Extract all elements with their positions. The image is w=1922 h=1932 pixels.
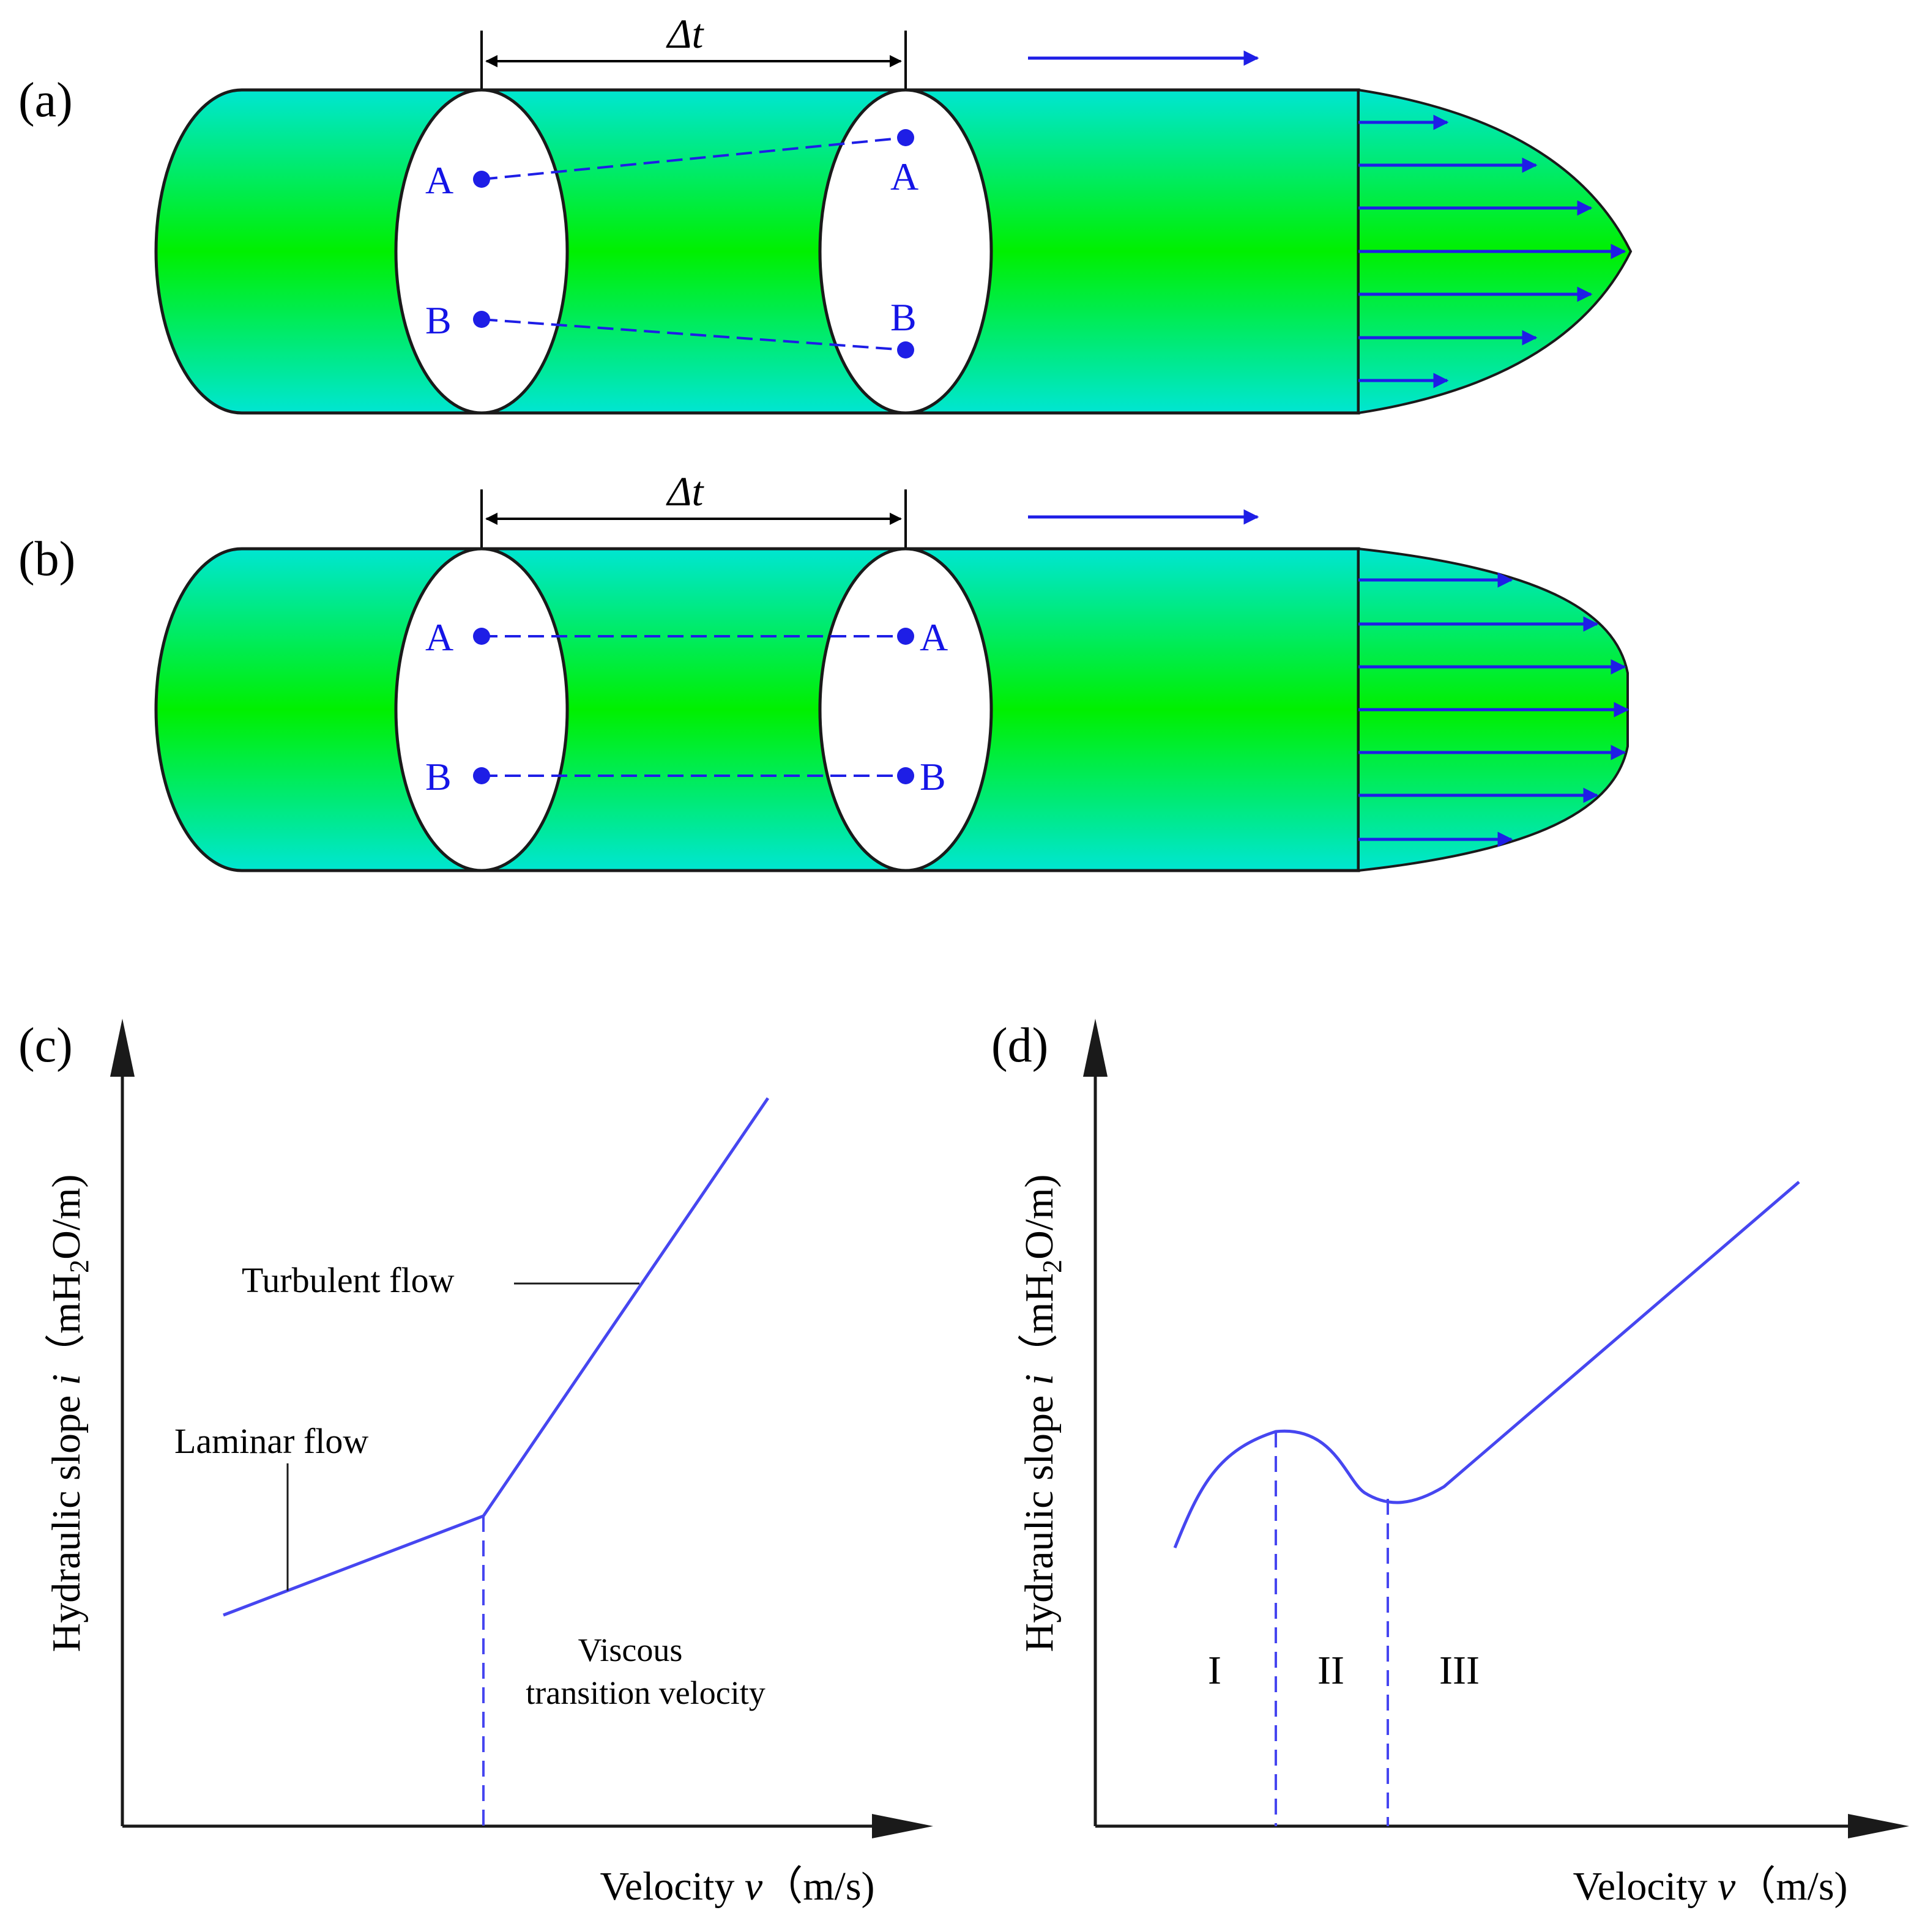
panel-c: (c) Turbulent flow Laminar flow Viscous … bbox=[18, 1019, 933, 1909]
cross-section-right bbox=[818, 88, 993, 415]
particle-track-a bbox=[481, 136, 906, 180]
particle-a-end bbox=[897, 628, 914, 645]
particle-track-b bbox=[481, 318, 906, 351]
panel-a: (a) Δt A A B bbox=[18, 10, 1633, 415]
transition-label-line1: Viscous bbox=[578, 1632, 683, 1668]
panel-c-label: (c) bbox=[18, 1019, 73, 1072]
particle-b-label-left: B bbox=[425, 299, 452, 342]
panel-a-label: (a) bbox=[18, 73, 73, 127]
y-axis-title: Hydraulic slope i（mH2O/m) bbox=[1017, 1175, 1067, 1652]
panel-b: (b) Δt A A B B bbox=[18, 468, 1630, 872]
x-axis-arrowhead bbox=[1848, 1814, 1909, 1838]
x-axis-arrowhead bbox=[872, 1814, 933, 1838]
velocity-arrows bbox=[1358, 114, 1626, 388]
y-axis-arrowhead bbox=[1083, 1019, 1108, 1077]
panel-d-label: (d) bbox=[991, 1019, 1048, 1072]
y-axis-title: Hydraulic slope i（mH2O/m) bbox=[44, 1175, 94, 1652]
x-axis-title: Velocity v（m/s) bbox=[600, 1864, 874, 1909]
hydraulic-slope-curve bbox=[223, 1097, 770, 1617]
region-label-3: III bbox=[1439, 1648, 1480, 1693]
interval-label: Δt bbox=[666, 10, 705, 57]
particle-b-label-right: B bbox=[890, 295, 917, 339]
region-label-2: II bbox=[1317, 1648, 1344, 1693]
particle-a-label-right: A bbox=[890, 155, 918, 198]
hydraulic-slope-curve bbox=[1173, 1181, 1800, 1548]
turbulent-flow-label: Turbulent flow bbox=[242, 1260, 455, 1300]
particle-b-label-right: B bbox=[920, 755, 946, 798]
cross-section-right bbox=[818, 547, 993, 872]
particle-a-start bbox=[473, 171, 490, 188]
cross-section-left bbox=[394, 88, 569, 415]
region-label-1: I bbox=[1208, 1648, 1221, 1693]
particle-a-start bbox=[473, 628, 490, 645]
particle-b-label-left: B bbox=[425, 755, 452, 798]
particle-a-end bbox=[897, 129, 914, 146]
panel-d: (d) I II III Hydraulic slope i（mH2O/m) V… bbox=[991, 1019, 1909, 1909]
transition-label-line2: transition velocity bbox=[526, 1674, 765, 1711]
particle-a-label-left: A bbox=[425, 158, 453, 202]
velocity-arrows bbox=[1358, 572, 1630, 847]
cross-section-left bbox=[394, 547, 569, 872]
particle-a-label-left: A bbox=[425, 615, 453, 659]
particle-b-end bbox=[897, 767, 914, 784]
y-axis-arrowhead bbox=[110, 1019, 135, 1077]
particle-b-end bbox=[897, 341, 914, 359]
pipe-body bbox=[154, 547, 1360, 872]
particle-a-label-right: A bbox=[920, 615, 948, 659]
laminar-flow-label: Laminar flow bbox=[174, 1421, 368, 1461]
x-axis-title: Velocity v（m/s) bbox=[1573, 1864, 1847, 1909]
pipe-body bbox=[154, 88, 1360, 415]
particle-b-start bbox=[473, 767, 490, 784]
interval-label: Δt bbox=[666, 468, 705, 515]
particle-b-start bbox=[473, 311, 490, 328]
panel-b-label: (b) bbox=[18, 532, 75, 586]
